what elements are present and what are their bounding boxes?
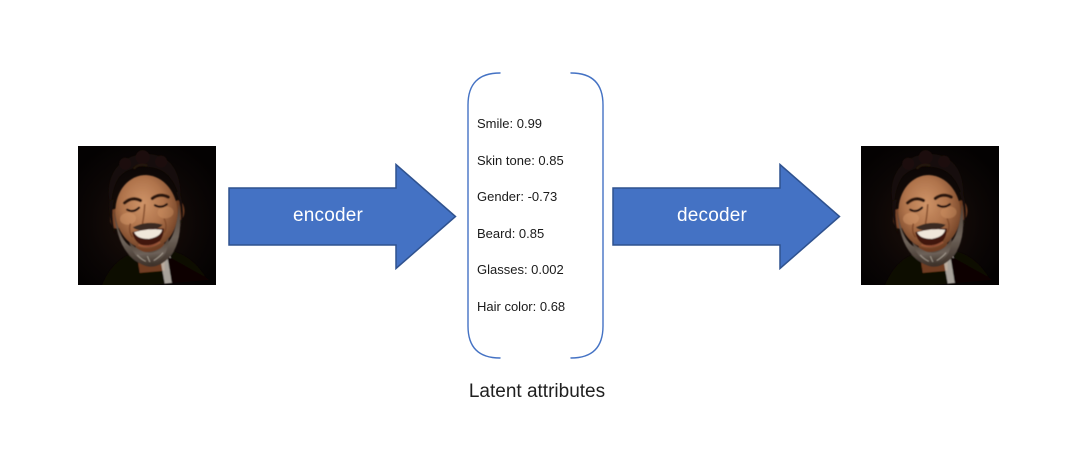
latent-attribute-glasses: Glasses: 0.002	[477, 262, 564, 277]
decoder-arrow-shape	[612, 163, 841, 270]
right-bracket	[570, 72, 604, 359]
output-face-image	[861, 146, 999, 285]
encoder-arrow-shape	[228, 163, 457, 270]
latent-attribute-skin-tone: Skin tone: 0.85	[477, 152, 564, 168]
encoder-arrow	[228, 163, 457, 270]
latent-attribute-smile: Smile: 0.99	[477, 116, 543, 131]
left-bracket	[467, 72, 501, 359]
latent-attributes-list: Smile: 0.99 Skin tone: 0.85 Gender: -0.7…	[477, 106, 599, 325]
latent-attribute-beard: Beard: 0.85	[477, 225, 545, 241]
latent-brackets	[467, 72, 604, 359]
decoder-arrow	[612, 163, 841, 270]
latent-attribute-hair-color: Hair color: 0.68	[477, 298, 566, 314]
latent-attributes-caption: Latent attributes	[468, 381, 606, 402]
input-face-image	[78, 146, 216, 285]
latent-attribute-gender: Gender: -0.73	[477, 189, 558, 204]
